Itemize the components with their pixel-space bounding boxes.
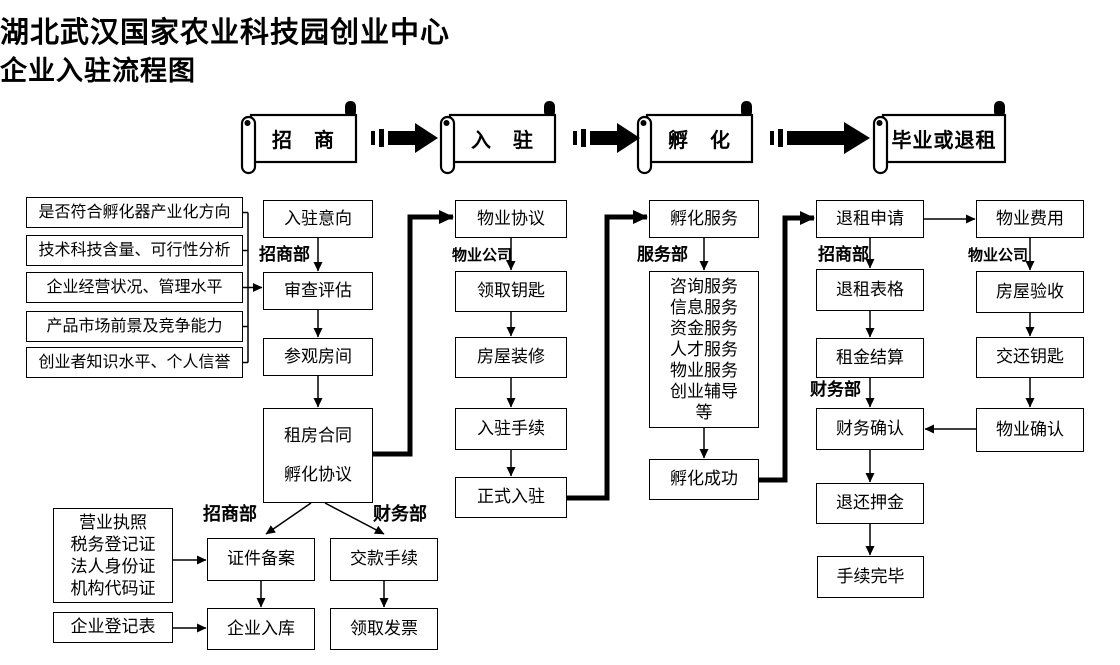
node-service-list: 咨询服务 信息服务 资金服务 人才服务 物业服务 创业辅导 等 xyxy=(649,271,759,428)
dept-label-zhaoshangbu-col2: 招商部 xyxy=(259,245,310,264)
banner-label-ruzhu: 入 驻 xyxy=(471,130,534,152)
dept-label-caiwubu-col5: 财务部 xyxy=(810,380,861,399)
node-enterprise-registration-form: 企业登记表 xyxy=(53,612,173,643)
node-collect-keys: 领取钥匙 xyxy=(455,271,567,312)
node-procedures-complete: 手续完毕 xyxy=(817,556,924,598)
criteria-collector xyxy=(243,211,263,364)
node-rent-settlement: 租金结算 xyxy=(816,338,924,378)
node-property-confirmation: 物业确认 xyxy=(976,408,1084,452)
stage-elbows xyxy=(372,210,815,501)
banner-label-biye: 毕业或退租 xyxy=(891,130,997,152)
dept-label-zhaoshangbu-bottom: 招商部 xyxy=(203,504,257,524)
criteria-box-3: 企业经营状况、管理水平 xyxy=(26,272,243,303)
stage-arrow-2 xyxy=(573,123,640,153)
criteria-box-1: 是否符合孵化器产业化方向 xyxy=(26,197,243,228)
node-property-agreement: 物业协议 xyxy=(455,200,567,238)
criteria-box-4: 产品市场前景及竞争能力 xyxy=(26,311,243,342)
node-lease-termination-request: 退租申请 xyxy=(816,200,924,238)
banner-label-zhaoshang: 招 商 xyxy=(272,130,335,152)
document-item: 法人身份证 xyxy=(70,556,156,576)
stage-arrow-3 xyxy=(770,122,870,154)
service-item: 资金服务 xyxy=(670,319,738,338)
criteria-box-5: 创业者知识水平、个人信誉 xyxy=(26,347,243,378)
dept-label-fuwubu-col4: 服务部 xyxy=(637,245,688,264)
document-item: 营业执照 xyxy=(79,512,147,532)
service-item: 咨询服务 xyxy=(670,277,738,296)
banner-scroll-ruzhu xyxy=(439,101,557,175)
service-item: 等 xyxy=(695,403,713,422)
node-visit-rooms: 参观房间 xyxy=(263,338,373,376)
node-finance-confirmation: 财务确认 xyxy=(816,408,924,450)
dept-label-wuyegongsi-col6: 物业公司 xyxy=(968,248,1029,264)
node-official-entry: 正式入驻 xyxy=(455,477,567,518)
node-enterprise-database-entry: 企业入库 xyxy=(207,608,315,650)
node-termination-form: 退租表格 xyxy=(816,269,924,311)
stage-arrow-1 xyxy=(371,123,438,153)
banner-scroll-zhaoshang xyxy=(240,101,358,175)
node-house-renovation: 房屋装修 xyxy=(455,337,567,378)
service-item: 人才服务 xyxy=(670,340,738,359)
banner-label-fuhua: 孵 化 xyxy=(668,130,731,152)
incubation-agreement-line: 孵化协议 xyxy=(284,464,352,484)
page-title: 湖北武汉国家农业科技园创业中心 xyxy=(0,17,451,49)
document-item: 税务登记证 xyxy=(70,534,156,554)
flow-arrows-vertical xyxy=(256,238,1035,608)
service-item: 创业辅导 xyxy=(670,382,738,401)
page-subtitle: 企业入驻流程图 xyxy=(0,56,196,86)
node-review-assessment: 审查评估 xyxy=(263,272,373,310)
node-house-inspection: 房屋验收 xyxy=(976,271,1084,313)
criteria-box-2: 技术科技含量、可行性分析 xyxy=(26,235,243,266)
node-lease-incubation-agreement: 租房合同 孵化协议 xyxy=(263,408,373,503)
banner-scroll-biye xyxy=(872,101,1007,175)
node-entry-intention: 入驻意向 xyxy=(263,200,373,238)
service-item: 物业服务 xyxy=(670,361,738,380)
flow-arrows-horizontal xyxy=(173,214,976,633)
dept-label-wuyegongsi-col3: 物业公司 xyxy=(452,248,513,264)
node-collect-invoice: 领取发票 xyxy=(330,608,438,650)
node-deposit-refund: 退还押金 xyxy=(816,483,924,524)
node-property-fees: 物业费用 xyxy=(976,200,1084,238)
node-entry-procedures: 入驻手续 xyxy=(455,408,567,450)
node-documents-list: 营业执照 税务登记证 法人身份证 机构代码证 xyxy=(53,508,173,603)
dept-label-caiwubu-bottom: 财务部 xyxy=(373,504,427,524)
node-return-keys: 交还钥匙 xyxy=(976,337,1084,378)
split-arrows xyxy=(265,502,385,535)
dept-label-zhaoshangbu-col5: 招商部 xyxy=(818,245,869,264)
node-certificate-filing: 证件备案 xyxy=(207,538,315,581)
service-item: 信息服务 xyxy=(670,298,738,317)
document-item: 机构代码证 xyxy=(70,578,156,598)
banner-scroll-fuhua xyxy=(636,101,754,175)
lease-contract-line: 租房合同 xyxy=(284,426,352,446)
node-incubation-services: 孵化服务 xyxy=(649,200,759,238)
node-incubation-success: 孵化成功 xyxy=(649,459,759,500)
node-payment-procedures: 交款手续 xyxy=(330,538,438,581)
